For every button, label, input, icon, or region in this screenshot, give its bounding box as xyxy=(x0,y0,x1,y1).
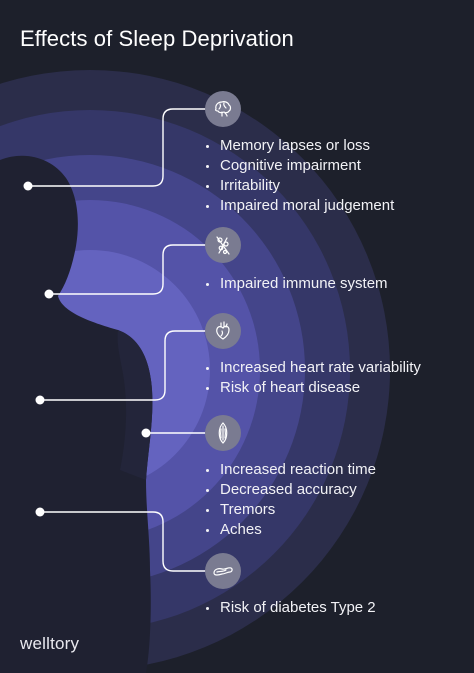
connector-line-heart xyxy=(40,330,206,401)
effects-list-heart: Increased heart rate variability Risk of… xyxy=(206,358,421,398)
connector-dot-muscle xyxy=(141,428,151,438)
heart-icon xyxy=(205,313,241,349)
list-item: Increased reaction time xyxy=(206,460,376,480)
list-item: Decreased accuracy xyxy=(206,480,376,500)
connector-dot-pancreas xyxy=(35,507,45,517)
body-silhouette xyxy=(0,155,153,673)
connector-dot-brain xyxy=(23,181,33,191)
connector-line-brain xyxy=(28,108,206,187)
list-item: Impaired moral judgement xyxy=(206,196,394,216)
connector-line-cells xyxy=(49,244,206,295)
list-item: Memory lapses or loss xyxy=(206,136,394,156)
effects-list-muscle: Increased reaction time Decreased accura… xyxy=(206,460,376,540)
muscle-icon xyxy=(205,415,241,451)
brain-icon xyxy=(205,91,241,127)
connector-line-pancreas xyxy=(40,511,206,572)
list-item: Irritability xyxy=(206,176,394,196)
list-item: Increased heart rate variability xyxy=(206,358,421,378)
list-item: Tremors xyxy=(206,500,376,520)
list-item: Cognitive impairment xyxy=(206,156,394,176)
effects-list-pancreas: Risk of diabetes Type 2 xyxy=(206,598,376,618)
connector-dot-heart xyxy=(35,395,45,405)
effects-list-immune: Impaired immune system xyxy=(206,274,388,294)
effects-list-brain: Memory lapses or loss Cognitive impairme… xyxy=(206,136,394,216)
cells-icon xyxy=(205,227,241,263)
list-item: Risk of heart disease xyxy=(206,378,421,398)
page-title: Effects of Sleep Deprivation xyxy=(20,26,294,51)
pancreas-icon xyxy=(205,553,241,589)
connector-dot-cells xyxy=(44,289,54,299)
shoulder-shadow xyxy=(117,330,153,480)
list-item: Risk of diabetes Type 2 xyxy=(206,598,376,618)
list-item: Aches xyxy=(206,520,376,540)
brand-logo: welltory xyxy=(20,634,80,653)
list-item: Impaired immune system xyxy=(206,274,388,294)
